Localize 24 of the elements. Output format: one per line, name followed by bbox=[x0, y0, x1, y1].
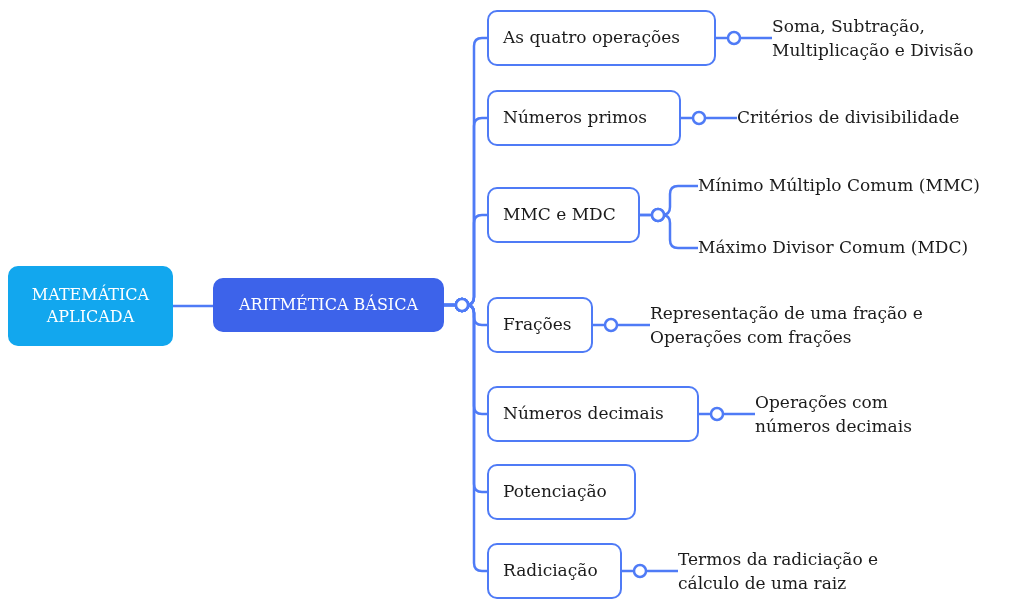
topic-box: MMC e MDC bbox=[487, 187, 640, 243]
connector-line bbox=[640, 207, 698, 250]
subtopic-text: Representação de uma fração e Operações com frações bbox=[650, 302, 924, 349]
subtopic-text: Máximo Divisor Comum (MDC) bbox=[698, 236, 969, 260]
topic-box: Radiciação bbox=[487, 543, 622, 599]
connector-line bbox=[716, 30, 772, 46]
connector-line bbox=[622, 563, 678, 579]
connector-line bbox=[681, 110, 737, 126]
topic-box: Números primos bbox=[487, 90, 681, 146]
main-topic-box: ARITMÉTICA BÁSICA bbox=[213, 278, 444, 332]
connector-line bbox=[593, 317, 650, 333]
topic-box: Frações bbox=[487, 297, 593, 353]
connector-line bbox=[173, 304, 213, 308]
topic-box: Potenciação bbox=[487, 464, 636, 520]
subtopic-text: Operações com números decimais bbox=[755, 391, 913, 438]
subtopic-text: Mínimo Múltiplo Comum (MMC) bbox=[698, 174, 980, 198]
connector-line bbox=[699, 406, 755, 422]
connector-line bbox=[444, 297, 487, 573]
subtopic-text: Soma, Subtração, Multiplicação e Divisão bbox=[772, 15, 975, 62]
root-topic-box: MATEMÁTICA APLICADA bbox=[8, 266, 173, 346]
subtopic-text: Termos da radiciação e cálculo de uma raiz bbox=[678, 548, 880, 595]
topic-box: Números decimais bbox=[487, 386, 699, 442]
subtopic-text: Critérios de divisibilidade bbox=[737, 106, 960, 130]
topic-box: As quatro operações bbox=[487, 10, 716, 66]
